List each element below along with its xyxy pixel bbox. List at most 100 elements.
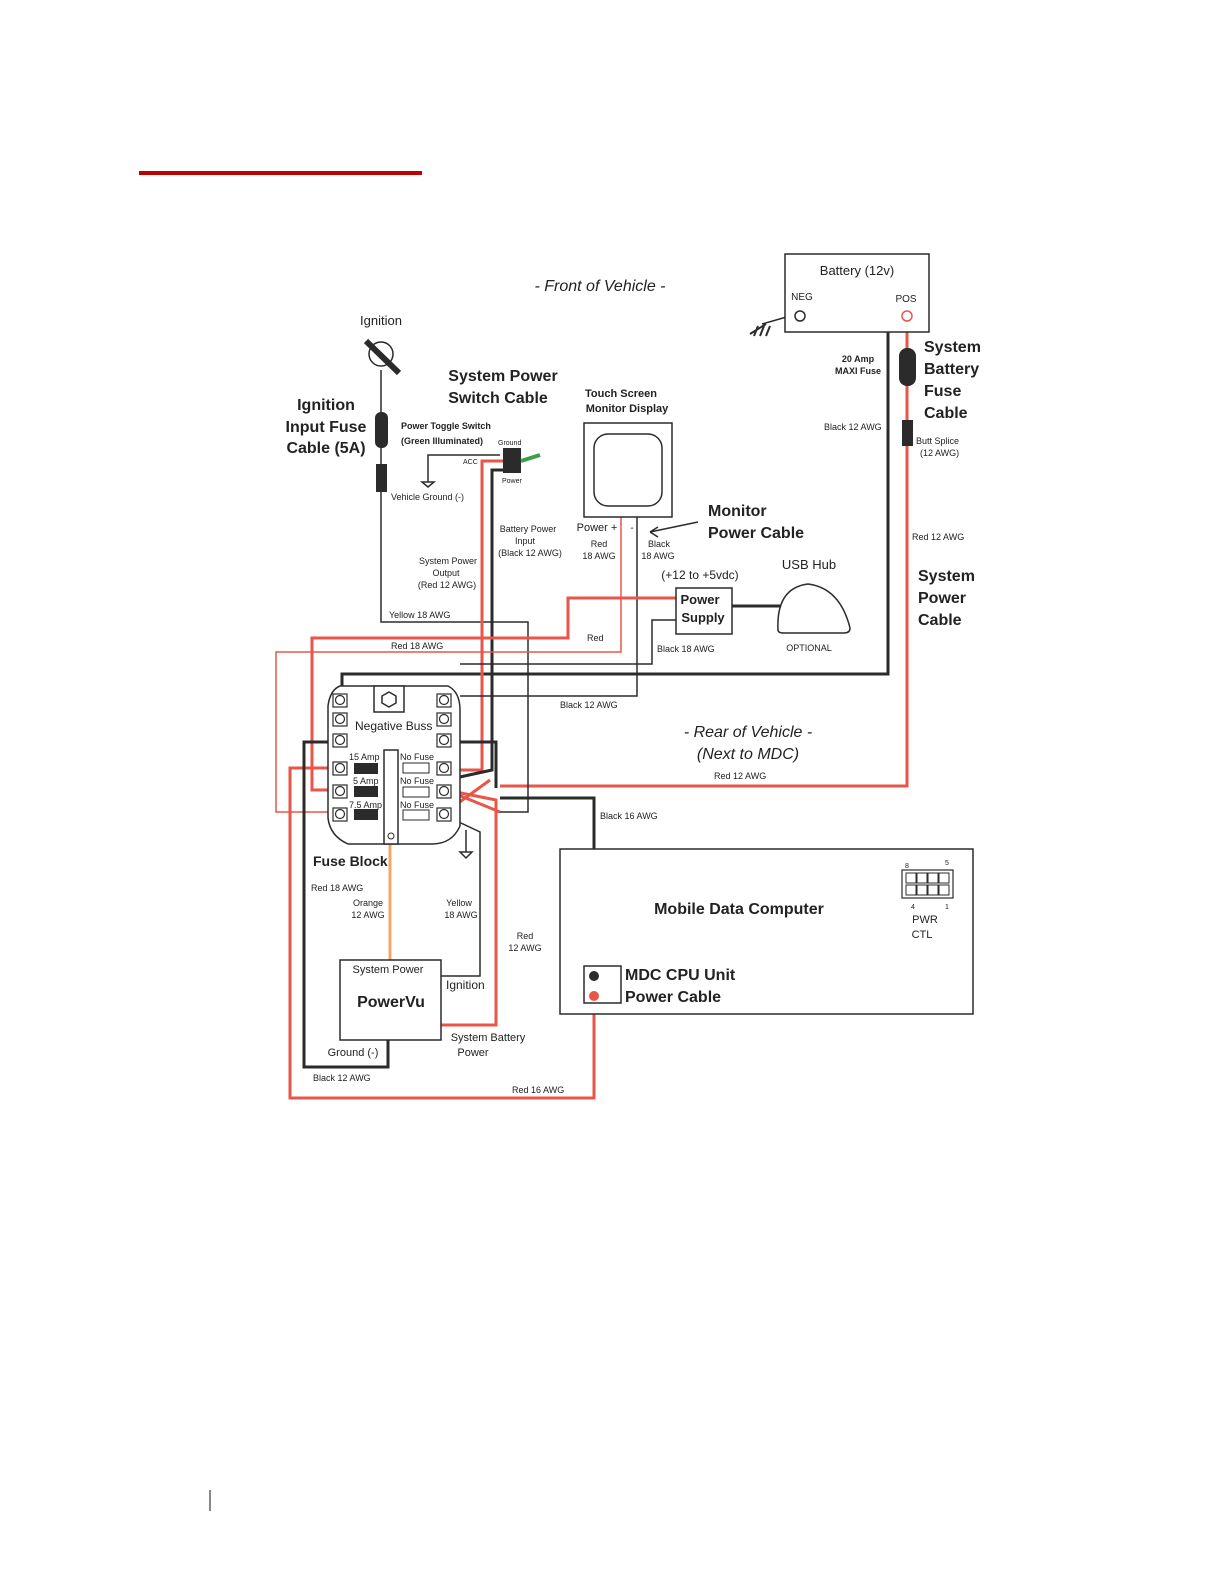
butt-splice: [902, 420, 913, 446]
system-power-output-label-1: System Power: [419, 556, 477, 566]
toggle-switch-label-1: Power Toggle Switch: [401, 421, 491, 431]
no-fuse-label-2: No Fuse: [400, 776, 434, 786]
battery-power-input-label-3: (Black 12 AWG): [498, 548, 562, 558]
red-16-awg-label: Red 16 AWG: [512, 1085, 564, 1095]
ignition-key-icon: [363, 338, 402, 376]
system-battery-power-label-1: System Battery: [451, 1032, 526, 1044]
powervu-ignition-label: Ignition: [446, 978, 485, 992]
black-18-label: Black: [648, 539, 671, 549]
spsc-label-1: System Power: [448, 368, 557, 385]
butt-splice-label-2: (12 AWG): [920, 448, 959, 458]
battery-pos-terminal: [901, 310, 913, 322]
black-12-awg-label-a: Black 12 AWG: [824, 422, 882, 432]
toggle-ground-symbol: [419, 481, 437, 488]
power-supply-label-2: Supply: [681, 610, 725, 625]
ifc-label-3: Cable (5A): [286, 440, 365, 457]
mdc-cpu-red-pin: [589, 991, 599, 1001]
black-18-awg-wire-label: Black 18 AWG: [657, 644, 715, 654]
red-x-label-2: 12 AWG: [508, 943, 541, 953]
pwr-ctl-pin-1: 1: [945, 904, 949, 911]
vehicle-ground-label: Vehicle Ground (-): [391, 492, 464, 502]
red-18-awg-label: 18 AWG: [582, 551, 615, 561]
sbfc-label-3: Fuse: [924, 383, 961, 400]
mdc-cpu-label-2: Power Cable: [625, 989, 721, 1006]
pwr-label: PWR: [912, 914, 938, 926]
monitor-power-cable-label-2: Power Cable: [708, 525, 804, 542]
usb-hub-icon: [777, 583, 851, 634]
front-of-vehicle-label: - Front of Vehicle -: [534, 278, 665, 295]
red-18-awg-label-c: Red 18 AWG: [311, 883, 363, 893]
no-fuse-label-1: No Fuse: [400, 752, 434, 762]
neg-label: NEG: [791, 292, 813, 303]
header-rule: [139, 171, 422, 175]
powervu-system-power-label: System Power: [353, 964, 424, 976]
power-toggle-switch: [503, 448, 521, 473]
ignition-label: Ignition: [360, 313, 402, 328]
yellow-label-2: 18 AWG: [444, 910, 477, 920]
powervu-ground-label: Ground (-): [328, 1047, 379, 1059]
fuse-block-ground-symbol: [458, 851, 474, 860]
minus-label: -: [630, 523, 633, 534]
fuse-block-label: Fuse Block: [313, 853, 388, 869]
ctl-label: CTL: [912, 929, 933, 941]
yellow-18-awg-label: Yellow 18 AWG: [389, 610, 450, 620]
mdc-cpu-black-pin: [589, 971, 599, 981]
red-wire-label: Red: [587, 633, 604, 643]
ignition-wire: [380, 370, 529, 813]
ground-label: Ground: [498, 440, 521, 447]
red-12-awg-label-b: Red 12 AWG: [714, 771, 766, 781]
pwr-ctl-pin-4: 4: [911, 904, 915, 911]
fuse-15-amp-label: 15 Amp: [349, 752, 380, 762]
usb-hub-label: USB Hub: [782, 557, 836, 572]
battery-neg-terminal: [794, 310, 806, 322]
toggle-power-red-wire: [446, 459, 505, 772]
fuse-block: [327, 685, 461, 845]
power-supply-label-1: Power: [680, 592, 719, 607]
ifc-label-2: Input Fuse: [286, 419, 367, 436]
butt-splice-label-1: Butt Splice: [916, 436, 959, 446]
toggle-black-wire: [445, 468, 512, 782]
system-power-output-label-2: Output: [432, 568, 460, 578]
ignition-fuse-plug: [376, 464, 387, 492]
voltage-label: (+12 to +5vdc): [661, 568, 738, 582]
negative-buss-label: Negative Buss: [355, 719, 432, 733]
sbfc-label-2: Battery: [924, 361, 979, 378]
chassis-ground-icon: [749, 323, 771, 337]
system-power-output-label-3: (Red 12 AWG): [418, 580, 476, 590]
fuse-7-5-amp-label: 7.5 Amp: [349, 800, 382, 810]
pwr-ctl-pin-8: 8: [905, 863, 909, 870]
sbfc-label-4: Cable: [924, 405, 968, 422]
system-battery-power-label-2: Power: [457, 1047, 489, 1059]
black-16-awg-label: Black 16 AWG: [600, 811, 658, 821]
optional-label: OPTIONAL: [786, 643, 832, 653]
power-supply-red-wire: [310, 596, 676, 792]
touch-screen-label-1: Touch Screen: [585, 388, 657, 400]
black-12-awg-label-c: Black 12 AWG: [313, 1073, 371, 1083]
pwr-ctl-connector: [901, 869, 954, 899]
battery-pos-wire: [500, 318, 909, 788]
red-12-awg-label-a: Red 12 AWG: [912, 532, 964, 542]
touch-screen-label-2: Monitor Display: [586, 403, 669, 415]
orange-label-2: 12 AWG: [351, 910, 384, 920]
yellow-label-1: Yellow: [446, 898, 472, 908]
powervu-label: PowerVu: [357, 994, 425, 1011]
red-18-label: Red: [591, 539, 608, 549]
maxi-fuse-label-1: 20 Amp: [842, 354, 875, 364]
monitor-red-wire: [275, 515, 622, 813]
spsc-label-2: Switch Cable: [448, 390, 548, 407]
powervu-ground-wire: [302, 740, 498, 1069]
black-18-awg-label: 18 AWG: [641, 551, 674, 561]
mdc-label: Mobile Data Computer: [654, 901, 824, 918]
power-label: Power: [502, 478, 523, 485]
black-12-awg-label-b: Black 12 AWG: [560, 700, 618, 710]
toggle-switch-lever: [520, 453, 541, 463]
footer-rule: [209, 1490, 211, 1511]
battery-label: Battery (12v): [820, 263, 894, 278]
red-18-awg-wire-label: Red 18 AWG: [391, 641, 443, 651]
red-x-label-1: Red: [517, 931, 534, 941]
fuse-5-amp-label: 5 Amp: [353, 776, 379, 786]
power-supply-black-wire: [460, 619, 676, 665]
monitor-black-wire: [460, 515, 638, 697]
power-plus-label: Power +: [577, 522, 618, 534]
